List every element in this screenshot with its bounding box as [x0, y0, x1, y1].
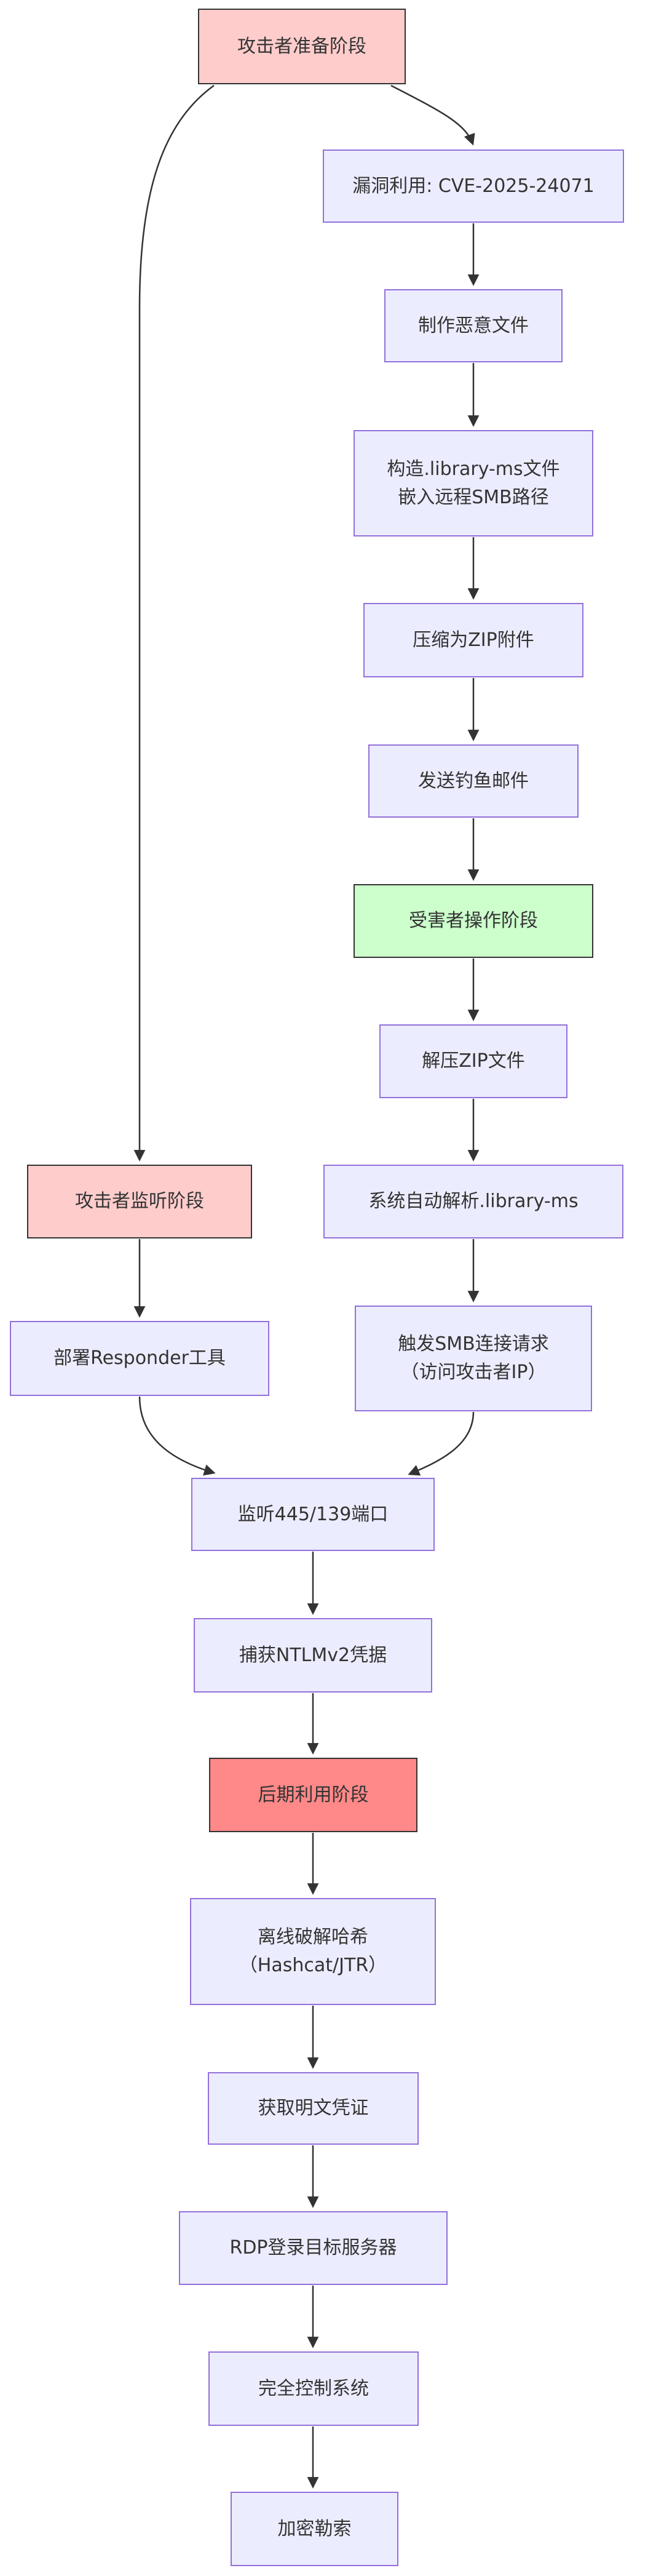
node-construct-library-ms: 构造.library-ms文件 嵌入远程SMB路径: [354, 430, 593, 536]
node-trigger-smb-connection: 触发SMB连接请求 （访问攻击者IP）: [355, 1306, 592, 1411]
node-zip-attachment: 压缩为ZIP附件: [363, 603, 583, 677]
node-offline-crack-hash: 离线破解哈希 （Hashcat/JTR）: [190, 1898, 436, 2005]
edge-prep-to-exploit: [390, 84, 475, 146]
node-label: 捕获NTLMv2凭据: [239, 1644, 387, 1666]
node-label: 完全控制系统: [258, 2377, 369, 2399]
node-label-line1: 构造.library-ms文件: [387, 458, 560, 480]
node-listen-ports: 监听445/139端口: [191, 1478, 435, 1551]
node-label: RDP登录目标服务器: [229, 2237, 397, 2259]
node-label: 后期利用阶段: [258, 1784, 369, 1806]
node-deploy-responder: 部署Responder工具: [10, 1321, 269, 1396]
node-label: 部署Responder工具: [53, 1347, 226, 1369]
node-label: 解压ZIP文件: [422, 1050, 525, 1072]
node-unzip-file: 解压ZIP文件: [379, 1024, 567, 1098]
node-label-line2: （Hashcat/JTR）: [239, 1955, 387, 1976]
node-label: 攻击者准备阶段: [237, 35, 366, 57]
node-label-line2: 嵌入远程SMB路径: [398, 486, 549, 508]
node-get-plaintext-credentials: 获取明文凭证: [208, 2072, 419, 2145]
node-label: 发送钓鱼邮件: [418, 770, 529, 792]
node-capture-ntlmv2: 捕获NTLMv2凭据: [194, 1618, 432, 1693]
edge-responder-to-port: [138, 1396, 216, 1476]
node-label: 受害者操作阶段: [409, 910, 538, 931]
node-craft-malicious-file: 制作恶意文件: [384, 289, 563, 362]
node-system-parses-library-ms: 系统自动解析.library-ms: [323, 1165, 623, 1238]
node-label: 系统自动解析.library-ms: [368, 1190, 579, 1212]
node-attacker-prep-phase: 攻击者准备阶段: [198, 9, 406, 84]
node-ransomware-encrypt: 加密勒索: [231, 2492, 398, 2566]
node-label: 漏洞利用: CVE-2025-24071: [352, 175, 595, 197]
node-label: 制作恶意文件: [418, 314, 529, 337]
node-post-exploitation-phase: 后期利用阶段: [209, 1758, 417, 1832]
node-label: 压缩为ZIP附件: [413, 629, 534, 651]
node-rdp-login-target: RDP登录目标服务器: [179, 2211, 448, 2285]
node-victim-action-phase: 受害者操作阶段: [354, 884, 593, 958]
node-label-line2: （访问攻击者IP）: [400, 1362, 547, 1383]
node-label: 监听445/139端口: [237, 1503, 389, 1525]
node-send-phishing-email: 发送钓鱼邮件: [368, 744, 579, 818]
node-label: 加密勒索: [277, 2518, 352, 2540]
node-label-line1: 离线破解哈希: [258, 1926, 368, 1948]
node-label: 获取明文凭证: [258, 2097, 369, 2119]
node-label-line1: 触发SMB连接请求: [398, 1333, 549, 1355]
node-full-system-control: 完全控制系统: [208, 2351, 419, 2426]
edge-prep-to-listen: [133, 84, 215, 1162]
edge-trigger-to-port: [408, 1411, 475, 1476]
node-attacker-listen-phase: 攻击者监听阶段: [27, 1165, 252, 1238]
node-label: 攻击者监听阶段: [75, 1190, 204, 1212]
node-exploit-cve: 漏洞利用: CVE-2025-24071: [323, 150, 624, 223]
